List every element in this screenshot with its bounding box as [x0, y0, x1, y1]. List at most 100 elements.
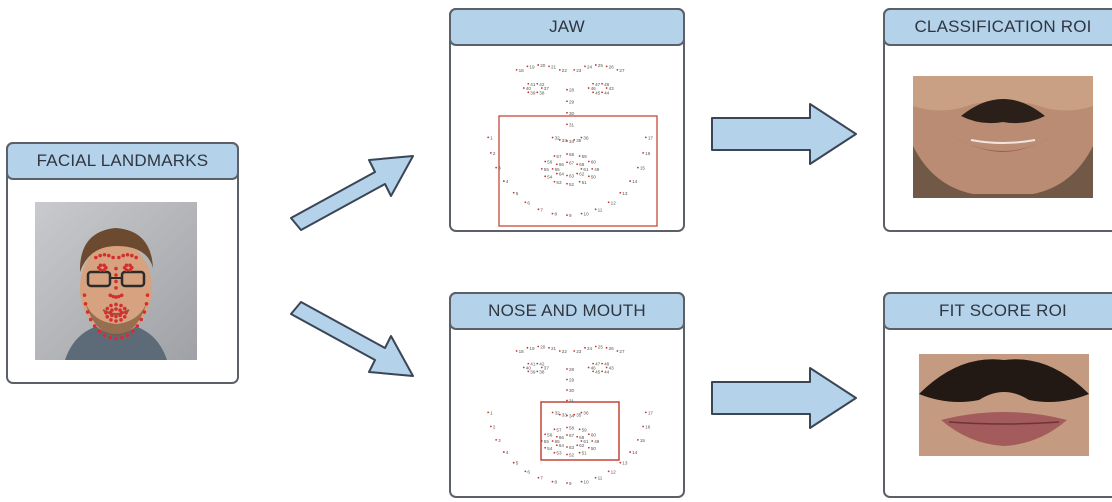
landmark-number: 60: [591, 159, 597, 164]
landmark-number: 53: [556, 180, 562, 185]
landmark-point: [578, 155, 581, 157]
nose-mouth-roi-box: [540, 401, 620, 461]
fit-score-roi-card: FIT SCORE ROI: [883, 292, 1112, 498]
landmark-number: 12: [611, 200, 617, 205]
landmark-point: [578, 180, 581, 183]
landmark-number: 38: [539, 369, 545, 374]
landmark-point: [573, 413, 576, 416]
landmark-dot: [124, 263, 129, 268]
facial-landmarks-card: FACIAL LANDMARKS: [6, 142, 239, 384]
landmark-point: [594, 345, 597, 348]
landmark-point: [555, 444, 558, 447]
landmark-number: 28: [569, 367, 575, 372]
landmark-number: 23: [576, 349, 582, 354]
landmark-point: [629, 180, 632, 182]
landmark-dot: [108, 293, 113, 298]
landmark-number: 49: [594, 439, 600, 444]
landmark-point: [536, 82, 539, 85]
landmark-point: [644, 411, 647, 414]
landmark-number: 47: [595, 82, 601, 87]
landmark-number: 5: [516, 461, 519, 466]
landmark-point: [555, 163, 558, 166]
landmark-dot: [109, 318, 113, 322]
fit-score-roi-title: FIT SCORE ROI: [883, 292, 1112, 330]
landmark-point: [536, 362, 539, 365]
landmark-dot: [142, 310, 147, 314]
landmark-number: 1: [490, 410, 493, 415]
landmark-point: [544, 175, 547, 178]
landmark-point: [536, 91, 539, 94]
landmark-number: 3: [498, 166, 501, 171]
landmark-point: [524, 470, 527, 473]
landmark-number: 63: [569, 445, 575, 450]
landmark-number: 54: [547, 174, 553, 179]
landmark-point: [553, 155, 556, 157]
landmark-number: 38: [539, 90, 545, 95]
landmark-number: 32: [555, 411, 561, 416]
landmark-dot: [125, 333, 130, 338]
landmark-point: [522, 366, 525, 369]
landmark-point: [551, 411, 554, 414]
landmark-point: [566, 389, 568, 391]
landmark-point: [580, 136, 583, 139]
landmark-point: [551, 136, 554, 139]
landmark-dot: [94, 255, 98, 260]
landmark-number: 40: [526, 366, 532, 371]
landmark-dot: [88, 317, 93, 322]
landmark-point: [607, 201, 610, 204]
landmark-point: [587, 175, 590, 178]
landmark-point: [580, 480, 583, 483]
landmark-dot: [108, 310, 113, 315]
arrow-right-icon: [711, 367, 857, 429]
landmark-number: 21: [551, 64, 557, 69]
landmark-number: 6: [527, 200, 530, 205]
landmark-point: [573, 350, 576, 352]
landmark-number: 61: [583, 167, 589, 172]
landmark-number: 44: [604, 90, 610, 95]
landmark-point: [587, 446, 590, 449]
landmark-number: 62: [579, 443, 585, 448]
landmark-point: [619, 461, 622, 464]
landmark-number: 21: [551, 346, 557, 351]
landmark-point: [629, 451, 632, 453]
landmark-number: 55: [544, 167, 550, 172]
landmark-number: 10: [584, 212, 590, 217]
landmark-number: 51: [582, 180, 588, 185]
landmark-number: 36: [583, 411, 589, 416]
landmark-dot: [104, 310, 108, 315]
arrow-down-right-icon: [290, 301, 414, 377]
landmark-number: 56: [547, 432, 553, 437]
landmark-dot: [125, 252, 130, 257]
landmark-point: [522, 87, 525, 89]
landmark-point: [601, 91, 603, 94]
landmark-point: [553, 428, 556, 431]
landmark-point: [495, 166, 498, 169]
landmark-point: [580, 168, 583, 170]
landmark-point: [566, 182, 568, 185]
landmark-point: [566, 88, 568, 91]
landmark-point: [616, 69, 619, 71]
jaw-roi-box: [498, 115, 658, 227]
landmark-number: 30: [569, 388, 575, 393]
landmark-point: [551, 440, 554, 442]
landmark-point: [576, 435, 579, 438]
landmark-number: 62: [579, 172, 585, 177]
landmark-dot: [107, 253, 111, 258]
landmark-point: [591, 440, 594, 442]
landmark-number: 37: [544, 86, 550, 91]
landmark-number: 17: [648, 135, 654, 140]
landmark-number: 27: [619, 68, 625, 73]
landmark-point: [566, 414, 568, 417]
landmark-point: [566, 100, 568, 103]
landmark-number: 32: [555, 136, 561, 141]
landmark-number: 68: [579, 435, 585, 440]
landmark-number: 64: [559, 443, 565, 448]
landmark-point: [601, 370, 603, 373]
landmark-dot: [114, 319, 118, 323]
landmark-number: 33: [562, 138, 568, 143]
landmark-point: [576, 163, 579, 166]
landmark-dot: [105, 306, 110, 311]
landmark-dot: [92, 324, 97, 328]
landmark-point: [605, 87, 608, 89]
